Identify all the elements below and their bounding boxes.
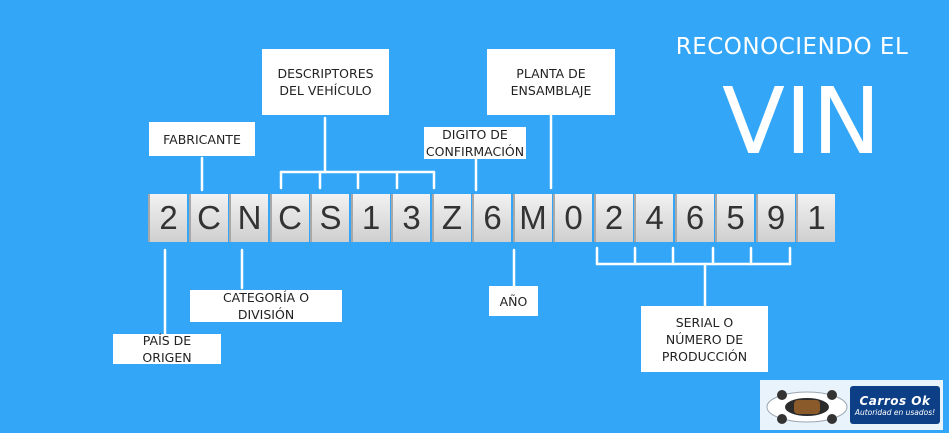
label-pais: PAÍS DE ORIGEN [113,333,221,365]
vin-char-15: 5 [715,194,754,242]
vin-char-14: 6 [674,194,714,242]
vin-char-13: 4 [634,194,673,242]
logo-name: Carros Ok [859,393,931,408]
vin-char-9: 6 [472,194,511,242]
label-digito: DIGITO DE CONFIRMACIÓN [424,127,526,159]
vin-char-4: C [269,194,309,242]
vin-char-12: 2 [593,194,633,242]
carros-ok-logo: Carros Ok Autoridad en usados! [760,380,943,430]
label-fabricante: FABRICANTE [149,122,255,156]
label-planta: PLANTA DE ENSAMBLAJE [487,49,615,115]
vin-strip: 2 C N C S 1 3 Z 6 M 0 2 4 6 5 9 1 [148,194,837,242]
car-icon [766,390,848,424]
vin-char-10: M [512,194,552,242]
vin-char-8: Z [431,194,471,242]
vin-char-5: S [310,194,349,242]
label-categoria: CATEGORÍA O DIVISIÓN [190,290,342,322]
title-line-2: VIN [722,68,881,175]
logo-tagline: Autoridad en usados! [854,407,936,417]
vin-char-7: 3 [391,194,430,242]
label-serial: SERIAL O NÚMERO DE PRODUCCIÓN [641,306,768,372]
label-descriptores: DESCRIPTORES DEL VEHÍCULO [262,49,389,115]
title-line-1: RECONOCIENDO EL [675,34,909,60]
vin-char-17: 1 [796,194,835,242]
vin-char-1: 2 [148,194,187,242]
vin-char-6: 1 [350,194,390,242]
vin-char-11: 0 [553,194,592,242]
logo-badge: Carros Ok Autoridad en usados! [850,386,940,424]
label-anio: AÑO [489,286,538,316]
vin-char-16: 9 [755,194,795,242]
vin-char-2: C [188,194,228,242]
vin-char-3: N [229,194,268,242]
